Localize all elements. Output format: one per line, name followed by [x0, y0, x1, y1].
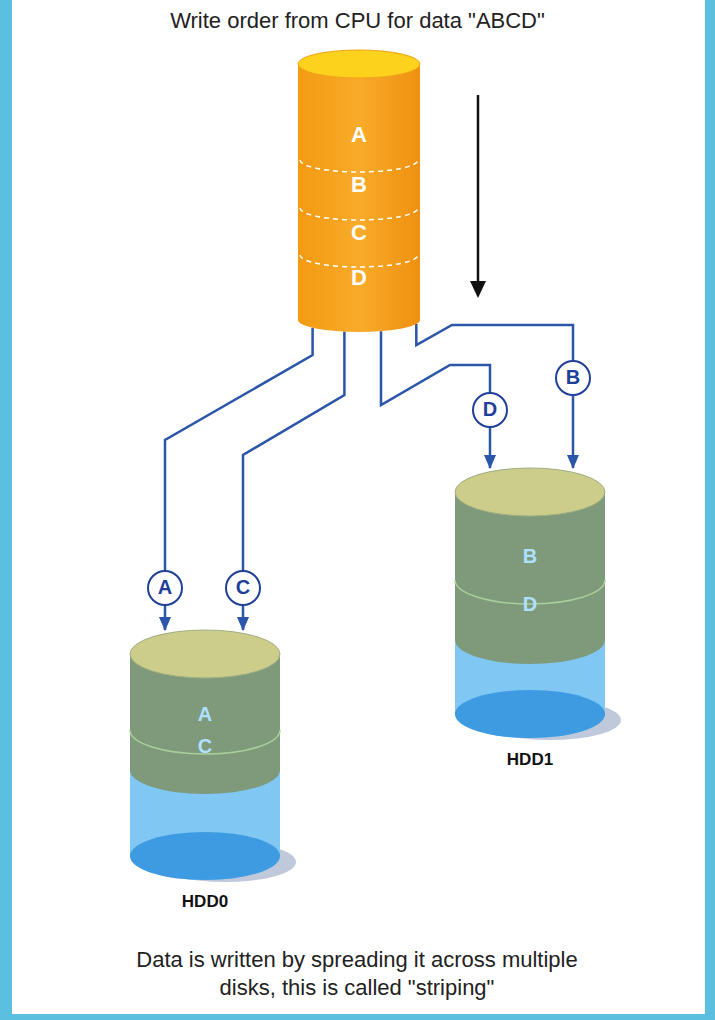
segment-divider [300, 160, 418, 172]
disk-bottom [455, 690, 605, 738]
disk-bottom [130, 832, 280, 880]
hard-disk: AC HDD0 [130, 630, 280, 918]
data-path-connector [416, 324, 573, 360]
data-letter: C [227, 572, 259, 603]
data-letter: B [557, 362, 589, 393]
stored-block: C [130, 734, 280, 758]
data-letter: A [298, 122, 420, 148]
data-path-connector [381, 331, 490, 405]
disk-label: HDD1 [455, 749, 605, 771]
data-path-connector [243, 332, 344, 570]
disk-top [130, 630, 280, 678]
data-path-connector [572, 396, 575, 468]
data-block-circle: B [555, 360, 591, 396]
data-block-circle: A [147, 570, 183, 606]
disk-top [455, 468, 605, 516]
write-direction-head [470, 281, 486, 298]
disk-data-band [455, 492, 605, 664]
data-path-connector [165, 328, 313, 570]
segment-divider [300, 208, 418, 220]
cylinder-top [298, 50, 420, 78]
disk-body [455, 492, 605, 738]
data-path-connector [242, 606, 245, 630]
diagram-title: Write order from CPU for data "ABCD" [20, 8, 695, 34]
write-direction-arrow [477, 95, 480, 283]
data-letter: A [149, 572, 181, 603]
data-letter: C [298, 220, 420, 246]
diagram-caption: Data is written by spreading it across m… [122, 946, 592, 1002]
data-letter: B [298, 172, 420, 198]
disk-label: HDD0 [130, 891, 280, 913]
data-letter: D [474, 394, 506, 425]
stored-block: A [130, 702, 280, 726]
disk-body [130, 654, 280, 880]
data-block-circle: D [472, 392, 508, 428]
cylinder-body [298, 64, 420, 332]
hard-disk: BD HDD1 [455, 468, 605, 773]
data-path-connector [164, 606, 167, 630]
data-path-connector [489, 428, 492, 468]
stored-block: D [455, 592, 605, 616]
disk-shape [455, 468, 605, 773]
stored-block: B [455, 544, 605, 568]
data-block-circle: C [225, 570, 261, 606]
data-letter: D [298, 265, 420, 291]
data-cylinder: ABCD [298, 50, 420, 332]
disk-shape [130, 630, 280, 918]
